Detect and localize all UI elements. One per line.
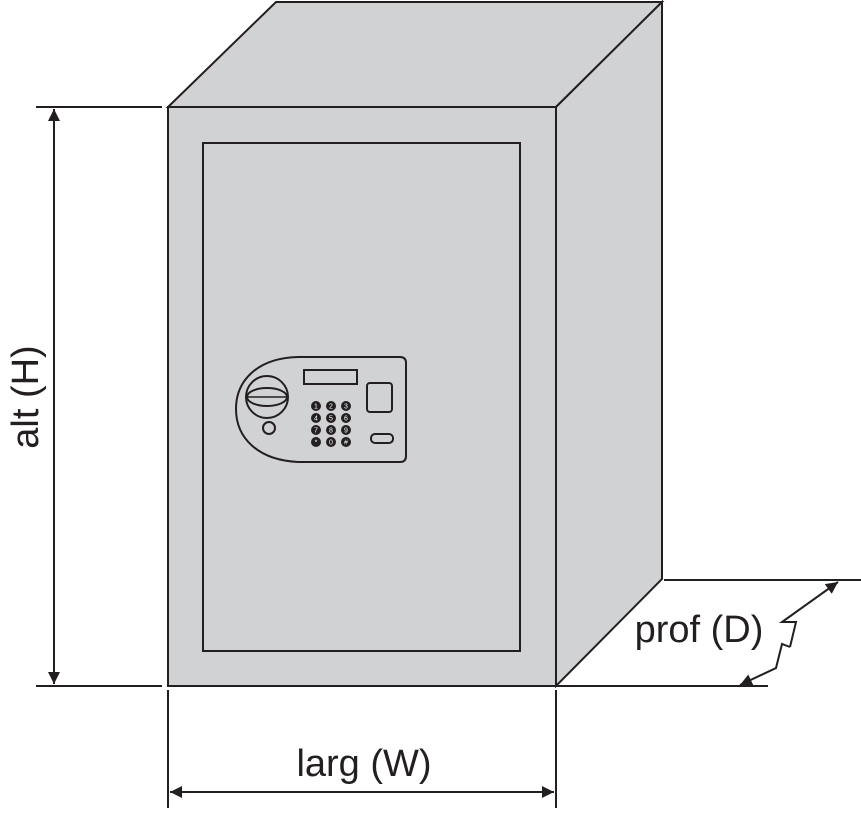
safe-body (165, 0, 665, 689)
lcd-display (303, 369, 358, 385)
keypad-key-label: # (344, 440, 348, 447)
keypad-key (326, 425, 336, 435)
keypad-key-label: 8 (329, 428, 333, 435)
key-slot (370, 433, 394, 444)
safe-side-face (555, 0, 663, 689)
keypad-key-label: 3 (344, 404, 348, 411)
width-label: larg (W) (296, 743, 432, 785)
keypad-key (311, 437, 321, 447)
keypad-key-label: 6 (344, 416, 348, 423)
keypad-key-label: 0 (329, 440, 333, 447)
electronic-lock-panel (234, 356, 407, 463)
fingerprint-sensor (366, 382, 393, 413)
keypad-key-label: * (315, 440, 318, 447)
keypad-key (341, 401, 351, 411)
keypad-key (341, 425, 351, 435)
keypad-key (341, 413, 351, 423)
keypad: 1 2 3 4 5 6 7 8 9 * 0 # (311, 401, 351, 447)
keypad-key (311, 425, 321, 435)
width-dimension (167, 690, 557, 808)
keypad-key-label: 2 (329, 404, 333, 411)
keypad-key-label: 9 (344, 428, 348, 435)
keypad-key (311, 413, 321, 423)
keypad-key-label: 7 (314, 428, 318, 435)
height-label: alt (H) (5, 345, 47, 449)
keypad-key (326, 413, 336, 423)
depth-dimension-line-lower (739, 642, 791, 686)
keypad-key (326, 437, 336, 447)
keypad-key-label: 5 (329, 416, 333, 423)
keypad-key (341, 437, 351, 447)
depth-dimension-line (778, 581, 839, 648)
led-indicator (262, 421, 276, 435)
depth-label: prof (D) (634, 609, 764, 651)
height-dimension (36, 106, 162, 687)
keypad-key (311, 401, 321, 411)
keypad-key (326, 401, 336, 411)
keypad-key-label: 4 (314, 416, 318, 423)
keypad-key-label: 1 (314, 404, 318, 411)
depth-dimension (556, 579, 861, 687)
